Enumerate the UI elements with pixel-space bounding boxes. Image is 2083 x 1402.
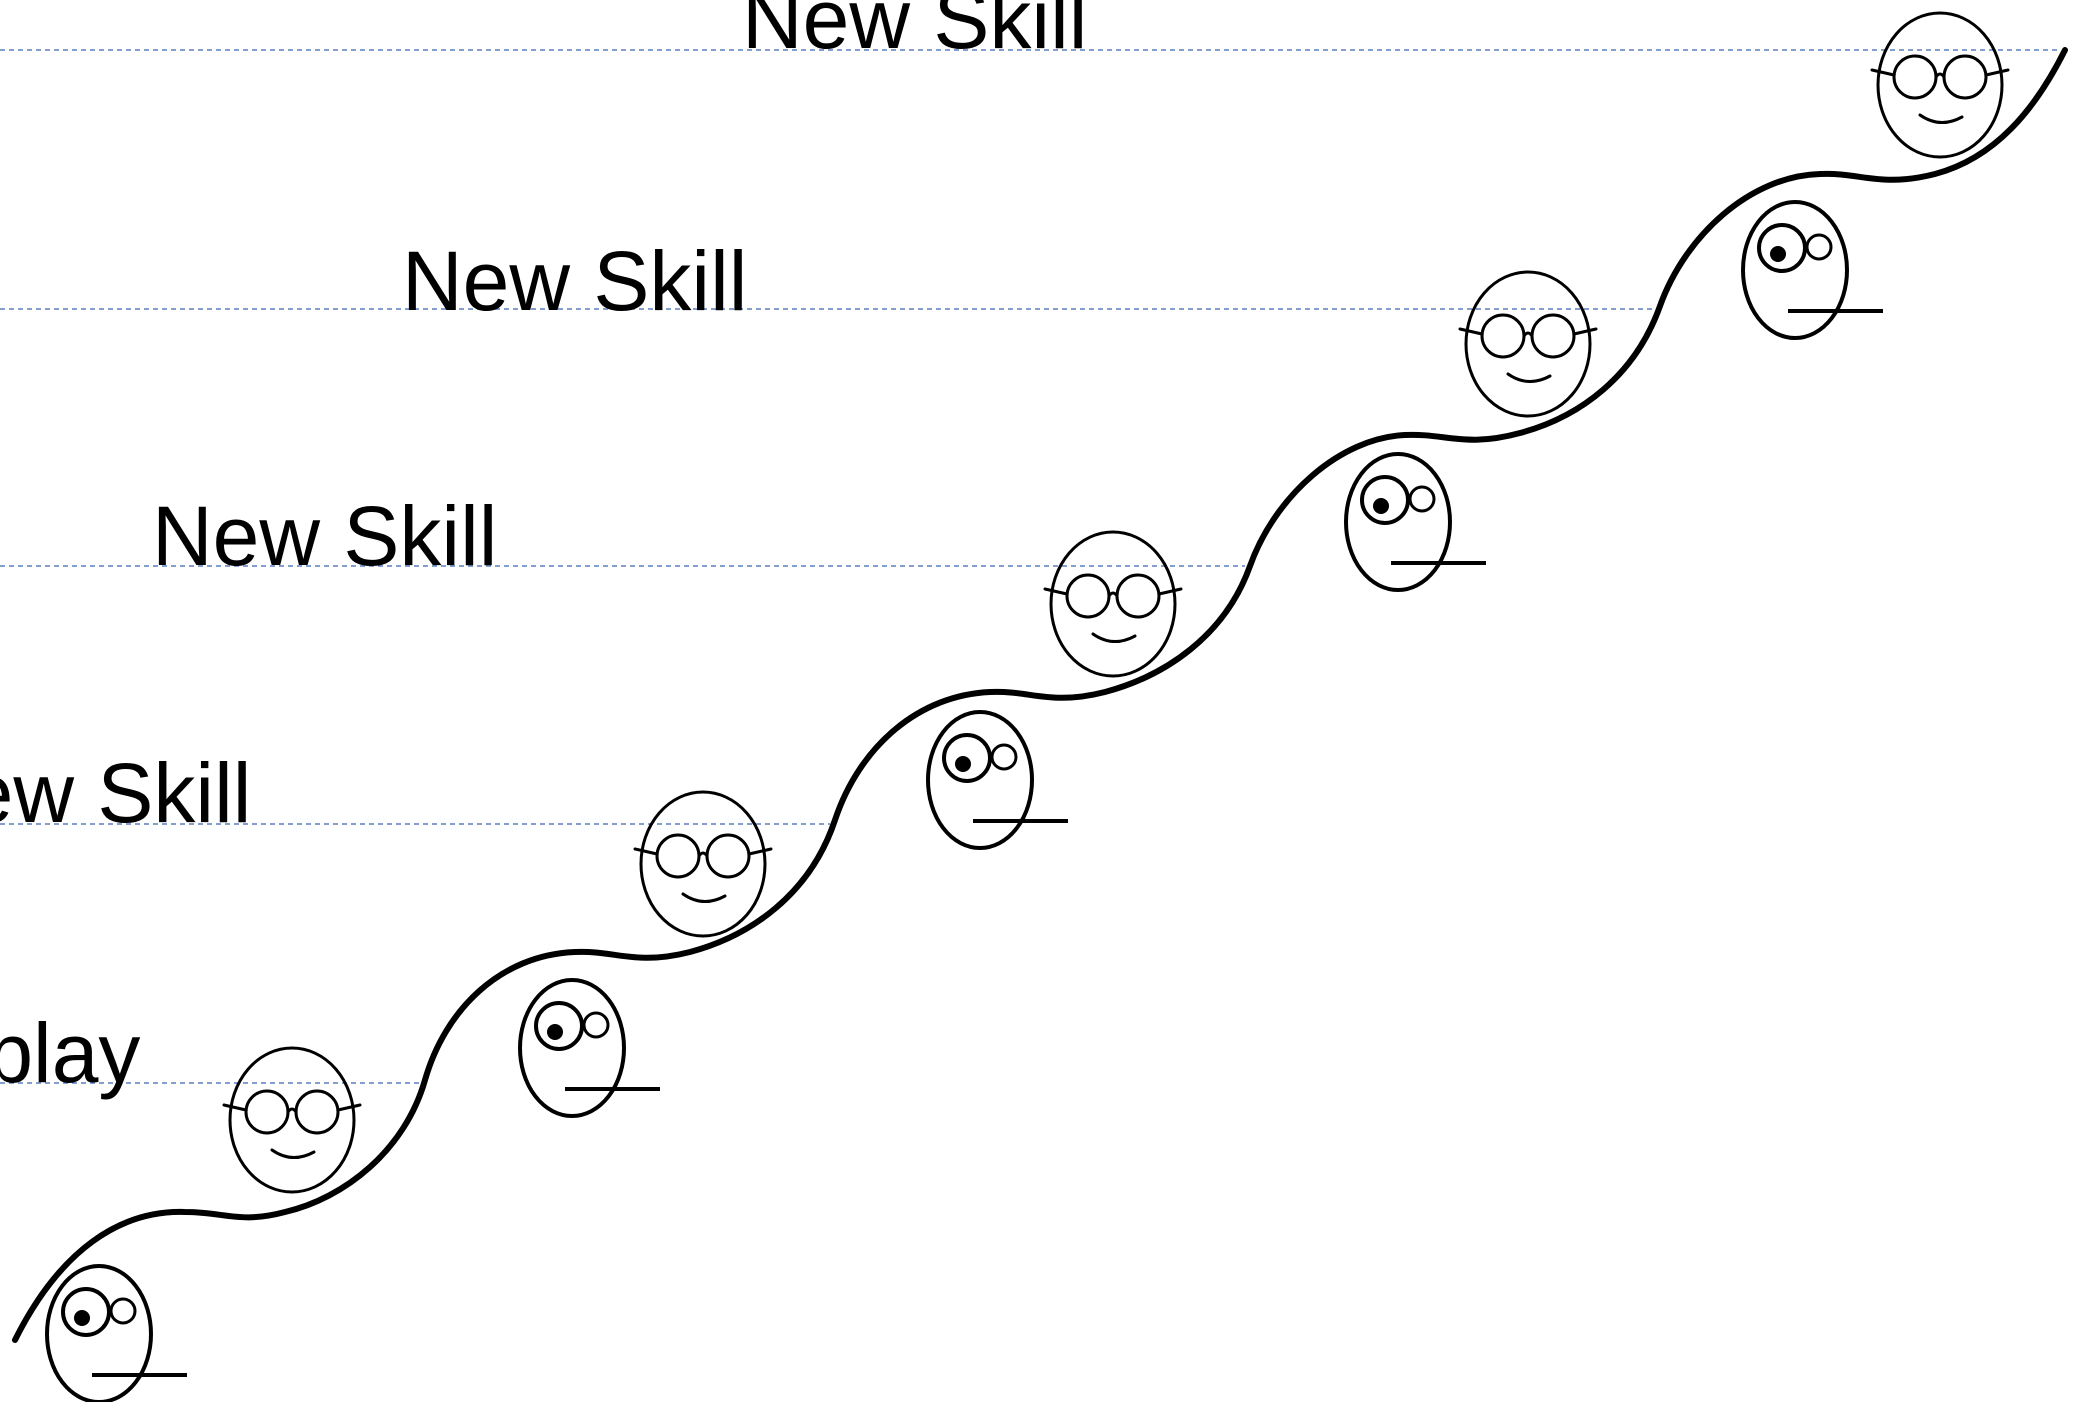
smiling-face-with-glasses-icon: [1870, 11, 2010, 159]
smiling-face-with-glasses-icon: [1458, 270, 1598, 418]
smiling-face-with-glasses-icon: [633, 790, 773, 938]
confused-face-icon: [45, 1264, 189, 1402]
confused-face-icon: [1741, 200, 1885, 340]
guide-lines: [0, 49, 2060, 1084]
smiling-face-with-glasses-icon: [222, 1046, 362, 1194]
level-label-1: New Skill: [742, 0, 1087, 66]
confused-face-icon: [518, 978, 662, 1118]
confused-face-icon: [1344, 452, 1488, 592]
level-label-2: New Skill: [402, 234, 747, 328]
learning-curve: [12, 47, 2068, 1343]
level-label-5: Display: [0, 1006, 140, 1100]
confused-face-icon: [926, 710, 1070, 850]
level-label-3: New Skill: [152, 489, 497, 583]
level-label-4: New Skill: [0, 746, 251, 840]
smiling-face-with-glasses-icon: [1043, 530, 1183, 678]
level-labels: New Skill New Skill New Skill New Skill …: [0, 0, 1087, 1100]
